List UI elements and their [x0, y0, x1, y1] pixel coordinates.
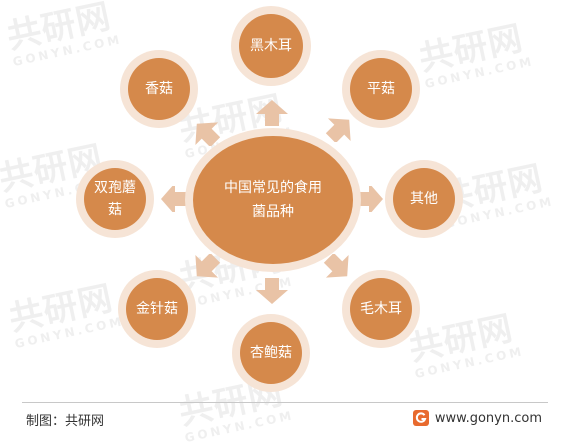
node-qita: 其他 — [393, 168, 455, 230]
arrow-icon — [256, 278, 288, 304]
node-label: 黑木耳 — [250, 38, 292, 54]
arrow-icon — [323, 254, 349, 278]
node-label: 毛木耳 — [360, 301, 402, 317]
arrow-icon — [161, 186, 187, 212]
node-shuangbaomogu: 双孢蘑菇 — [84, 168, 146, 230]
node-label: 香菇 — [145, 81, 173, 97]
center-node: 中国常见的食用 菌品种 — [193, 136, 353, 264]
arrow-icon — [357, 186, 383, 212]
node-label: 金针菇 — [136, 301, 178, 317]
node-pinggu: 平菇 — [350, 58, 412, 120]
center-label-line2: 菌品种 — [252, 204, 294, 220]
site-url[interactable]: www.gonyn.com — [434, 410, 542, 426]
node-label: 其他 — [410, 191, 438, 207]
center-label-line1: 中国常见的食用 — [224, 180, 322, 196]
footer-divider — [22, 402, 548, 403]
arrow-icon — [195, 254, 221, 278]
node-xingbaogu: 杏鲍菇 — [240, 322, 302, 384]
node-heimuer: 黑木耳 — [239, 14, 303, 78]
site-credit: www.gonyn.com — [412, 410, 542, 426]
node-label: 双孢蘑菇 — [94, 180, 136, 218]
node-jinzhengu: 金针菇 — [126, 278, 188, 340]
node-label: 平菇 — [367, 81, 395, 97]
arrow-icon — [195, 122, 221, 146]
arrow-icon — [256, 100, 288, 126]
arrow-icon — [325, 118, 351, 142]
node-label: 杏鲍菇 — [250, 345, 292, 361]
gonyn-logo-icon — [412, 410, 429, 426]
node-xianggu: 香菇 — [128, 58, 190, 120]
source-credit: 制图：共研网 — [26, 414, 105, 429]
node-maomuer: 毛木耳 — [350, 278, 412, 340]
